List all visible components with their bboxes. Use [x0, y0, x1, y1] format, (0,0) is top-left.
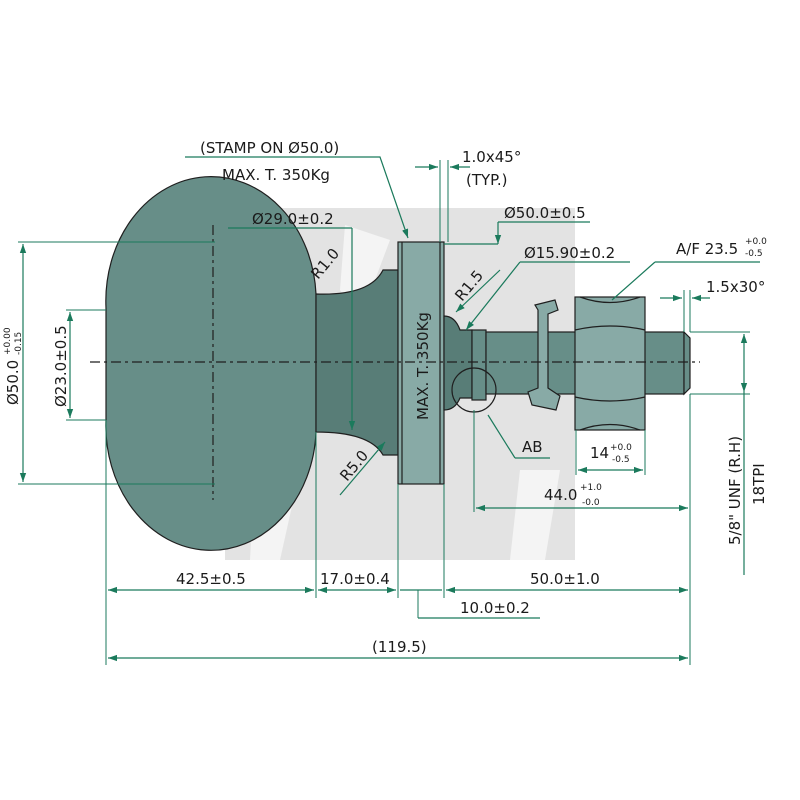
chamfer-typ-label: (TYP.): [466, 171, 508, 189]
nut-flat-upper: [574, 325, 646, 331]
overall-len-label: (119.5): [372, 638, 427, 656]
neck-len-label: 17.0±0.4: [320, 570, 390, 588]
flange-stamp: MAX. T. 350Kg: [414, 312, 432, 420]
shank-len-label: 50.0±1.0: [530, 570, 600, 588]
svg-text:+0.00: +0.00: [3, 327, 13, 355]
svg-text:+0.0: +0.0: [610, 443, 632, 453]
nut-flat-lower: [574, 396, 646, 402]
thread-len-label: 44.0 +1.0 -0.0: [544, 483, 602, 508]
thread-end-chamfer: [683, 330, 691, 396]
groove-dia-label: Ø15.90±0.2: [524, 244, 615, 262]
svg-text:-0.5: -0.5: [745, 249, 763, 259]
nut-chamfer-top: [579, 296, 641, 304]
flat-dia-label: Ø23.0±0.5: [52, 325, 70, 407]
flange-dia-label: Ø50.0±0.5: [504, 204, 586, 222]
ball-len-label: 42.5±0.5: [176, 570, 246, 588]
nut-len-label: 14 +0.0 -0.5: [590, 443, 632, 465]
lock-washer: [527, 299, 561, 411]
ball-dia-label: Ø50.0 +0.00 -0.15: [3, 327, 24, 405]
thread-chamfer-label: 1.5x30°: [706, 278, 765, 296]
thread-tpi-label: 18TPI: [750, 463, 768, 505]
flange-len-label: 10.0±0.2: [460, 599, 530, 617]
hex-nut: [574, 296, 646, 431]
detail-label: AB: [522, 438, 543, 456]
groove-dia-leader: [466, 261, 630, 330]
stamp-text: MAX. T. 350Kg: [222, 166, 330, 184]
svg-text:-0.15: -0.15: [14, 332, 24, 355]
svg-text:14: 14: [590, 444, 609, 462]
stamp-note: (STAMP ON Ø50.0): [200, 139, 339, 157]
neck-dia-label: Ø29.0±0.2: [252, 210, 334, 228]
shank-collar: [471, 329, 487, 401]
af-leader: [611, 261, 760, 301]
ball: [105, 176, 317, 551]
thread-spec-label: 5/8" UNF (R.H): [726, 436, 744, 545]
svg-text:-0.5: -0.5: [612, 455, 630, 465]
nut-chamfer-bottom: [579, 423, 641, 431]
svg-text:A/F 23.5: A/F 23.5: [676, 240, 738, 258]
af-label: A/F 23.5 +0.0 -0.5: [676, 237, 767, 259]
svg-text:44.0: 44.0: [544, 486, 577, 504]
r15-leader: [455, 269, 501, 313]
extension-lines: [18, 160, 750, 665]
chamfer-label: 1.0x45°: [462, 148, 521, 166]
detail-leader: [487, 414, 516, 459]
svg-text:-0.0: -0.0: [582, 498, 600, 508]
stamp-leader: [185, 156, 409, 239]
groove-neck: [443, 315, 473, 411]
svg-text:+1.0: +1.0: [580, 483, 602, 493]
svg-text:+0.0: +0.0: [745, 237, 767, 247]
svg-text:Ø50.0: Ø50.0: [4, 360, 22, 405]
r50-leader: [339, 441, 386, 496]
